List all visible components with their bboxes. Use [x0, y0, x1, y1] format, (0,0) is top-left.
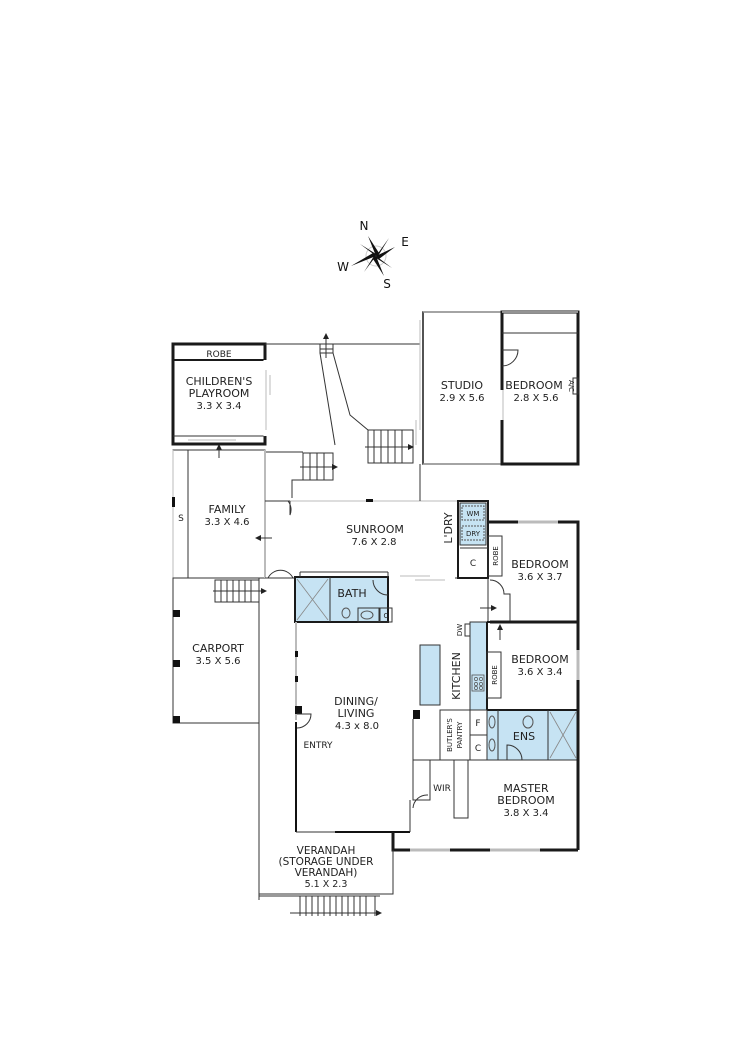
- dining-name-1: DINING/: [334, 695, 378, 708]
- bedroom1-robe-label: ROBE: [492, 546, 500, 566]
- dryer-label: DRY: [466, 530, 481, 538]
- exterior-stairs-north: [265, 333, 420, 498]
- room-playroom: ROBE CHILDREN'S PLAYROOM 3.3 X 3.4: [171, 342, 271, 458]
- pantry-name-1: BUTLER'S: [446, 718, 454, 752]
- dining-name-2: LIVING: [338, 707, 375, 720]
- family-name: FAMILY: [209, 503, 246, 516]
- carport-size: 3.5 X 5.6: [195, 656, 240, 667]
- master-name-2: BEDROOM: [497, 794, 554, 807]
- bath-name: BATH: [337, 587, 366, 600]
- room-sunroom: SUNROOM 7.6 X 2.8: [265, 464, 488, 581]
- bedroom2-name: BEDROOM: [511, 653, 568, 666]
- room-wir: WIR: [409, 759, 469, 832]
- room-bedroom-2: ROBE BEDROOM 3.6 X 3.4: [486, 621, 580, 710]
- room-dining-living: DINING/ LIVING 4.3 x 8.0 ENTRY: [258, 578, 410, 900]
- room-verandah: [258, 832, 394, 916]
- room-master-bedroom: MASTER BEDROOM 3.8 X 3.4: [391, 782, 578, 852]
- studio-size: 2.9 X 5.6: [439, 393, 484, 404]
- entry-label: ENTRY: [303, 741, 333, 751]
- bedroom-studio-size: 2.8 X 5.6: [513, 393, 558, 404]
- washing-machine-label: WM: [467, 510, 480, 518]
- compass-n: N: [360, 219, 369, 233]
- room-kitchen: DW KITCHEN: [413, 621, 488, 719]
- family-size: 3.3 X 4.6: [204, 517, 249, 528]
- bath-cupboard-label: C: [384, 612, 389, 620]
- studio-name: STUDIO: [441, 379, 483, 392]
- verandah-label-block: VERANDAH (STORAGE UNDER VERANDAH) 5.1 X …: [250, 845, 402, 891]
- compass-w: W: [337, 260, 349, 274]
- verandah-name-2: (STORAGE UNDER: [278, 856, 374, 868]
- master-size: 3.8 X 3.4: [503, 808, 548, 819]
- bedroom2-robe-label: ROBE: [491, 665, 499, 685]
- room-studio: STUDIO 2.9 X 5.6: [415, 311, 503, 465]
- playroom-size: 3.3 X 3.4: [196, 401, 241, 412]
- compass-s: S: [383, 277, 391, 291]
- room-ensuite: ENS: [486, 709, 580, 850]
- master-name-1: MASTER: [503, 782, 549, 795]
- room-bedroom-1: ROBE BEDROOM 3.6 X 3.7: [480, 520, 580, 624]
- ac-label: A/C: [567, 380, 575, 392]
- verandah-size: 5.1 X 2.3: [304, 879, 348, 890]
- bedroom1-size: 3.6 X 3.7: [517, 572, 562, 583]
- wir-label: WIR: [433, 784, 451, 794]
- kitchen-name: KITCHEN: [450, 652, 463, 700]
- bedroom2-size: 3.6 X 3.4: [517, 667, 562, 678]
- room-carport: CARPORT 3.5 X 5.6: [172, 577, 267, 724]
- laundry-name: L'DRY: [442, 512, 455, 544]
- verandah-name-1: VERANDAH: [296, 845, 356, 857]
- room-laundry: WM DRY C L'DRY: [442, 500, 489, 579]
- bedroom-studio-name: BEDROOM: [505, 379, 562, 392]
- sunroom-name: SUNROOM: [346, 523, 404, 536]
- playroom-name-2: PLAYROOM: [189, 387, 250, 400]
- dishwasher-label: DW: [456, 624, 464, 636]
- room-bedroom-studio: A/C BEDROOM 2.8 X 5.6: [500, 310, 580, 466]
- pantry-name-2: PANTRY: [456, 721, 464, 748]
- bedroom1-name: BEDROOM: [511, 558, 568, 571]
- dining-size: 4.3 x 8.0: [335, 721, 379, 732]
- family-storage-label: S: [178, 514, 184, 524]
- compass-rose-icon: N E S W: [337, 219, 409, 291]
- room-bath: C BATH: [294, 571, 393, 623]
- sunroom-size: 7.6 X 2.8: [351, 537, 396, 548]
- robe-top-label: ROBE: [206, 350, 232, 360]
- ensuite-name: ENS: [513, 730, 535, 743]
- laundry-cupboard-label: C: [470, 559, 476, 569]
- pantry-cupboard-label: C: [475, 744, 481, 754]
- carport-name: CARPORT: [192, 642, 244, 655]
- playroom-name-1: CHILDREN'S: [186, 375, 253, 388]
- compass-e: E: [401, 235, 409, 249]
- room-family: S FAMILY 3.3 X 4.6: [172, 449, 272, 579]
- verandah-name-3: VERANDAH): [294, 867, 358, 879]
- pantry-fridge-label: F: [475, 719, 480, 729]
